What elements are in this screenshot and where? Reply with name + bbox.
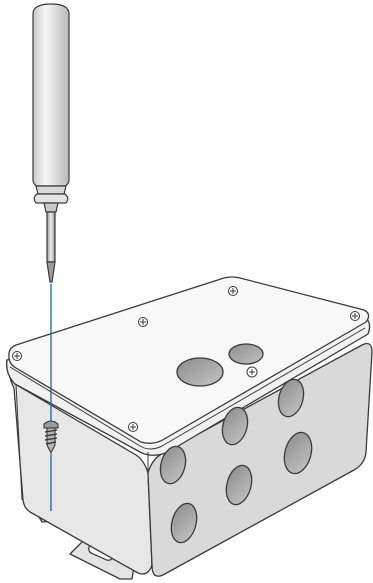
enclosure-box-icon	[7, 277, 372, 579]
screwdriver-icon	[33, 4, 69, 282]
